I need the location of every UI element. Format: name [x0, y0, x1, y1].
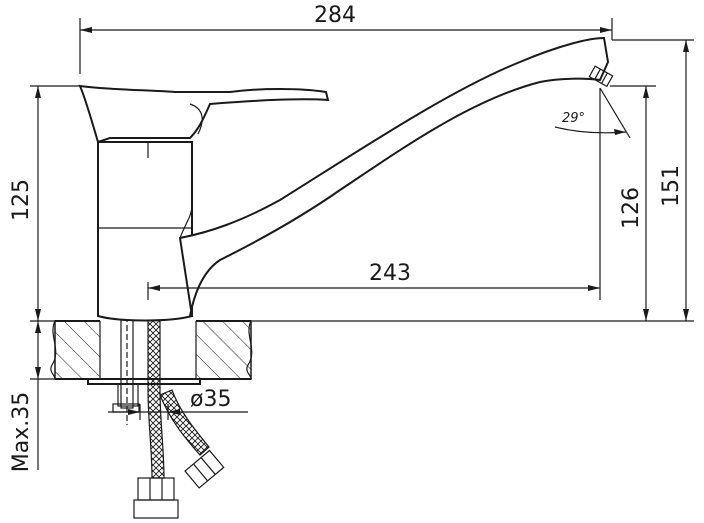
dim-max-thickness: [30, 321, 55, 470]
dim-spout-angle: [554, 87, 631, 139]
dim-spout-height: [250, 85, 694, 322]
dim-overall-width-label: 284: [314, 3, 356, 28]
dim-height-left-label: 125: [9, 179, 34, 221]
dim-spout-reach: [147, 88, 601, 300]
faucet-handle: [78, 84, 330, 144]
dim-overall-height: [612, 39, 694, 321]
flex-hoses: [133, 319, 225, 519]
dim-spout-angle-label: 29°: [562, 111, 585, 126]
dim-overall-height-label: 151: [659, 165, 684, 207]
faucet-body: [97, 141, 193, 322]
dim-height-left: [30, 85, 80, 322]
dim-spout-height-label: 126: [619, 187, 644, 229]
dim-hole-diameter-label: ø35: [190, 387, 231, 412]
dim-spout-reach-label: 243: [369, 261, 411, 286]
dim-max-thickness-label: Max.35: [9, 392, 34, 472]
dim-overall-width: [79, 18, 613, 74]
mounting-plate: [87, 378, 201, 407]
faucet-spout: [178, 36, 614, 317]
dim-hole-diameter: [108, 404, 248, 420]
